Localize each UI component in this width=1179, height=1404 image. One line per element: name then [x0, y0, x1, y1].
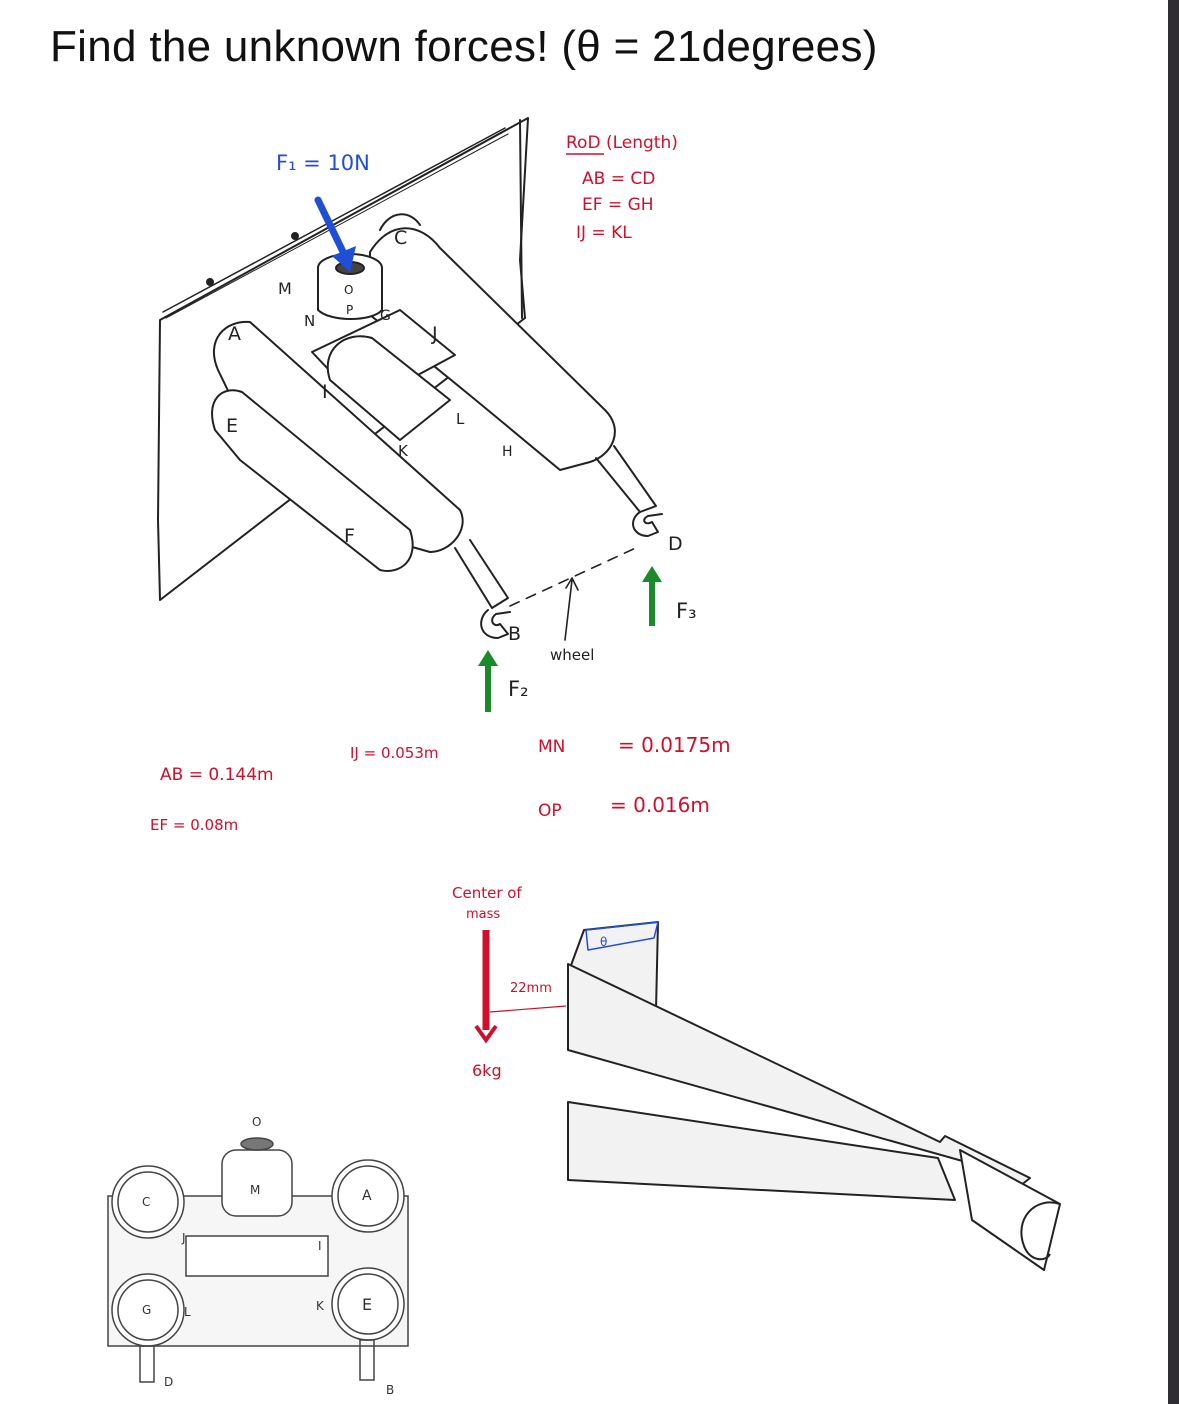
top-view-labels: O M C J A I G L K E D B [142, 1115, 394, 1397]
dim-mn-value: = 0.0175m [618, 733, 731, 757]
top-label-e: E [362, 1295, 372, 1314]
tube-ef [211, 389, 414, 572]
top-label-d: D [164, 1375, 173, 1389]
top-label-k: K [316, 1299, 325, 1313]
center-of-mass-label-2: mass [466, 907, 500, 922]
point-j-label: J [431, 323, 438, 345]
dim-ij: IJ = 0.053m [350, 744, 439, 762]
point-e-label: E [226, 415, 238, 437]
dimension-notes: AB = 0.144m EF = 0.08m IJ = 0.053m MN = … [150, 733, 731, 834]
window-edge [1168, 0, 1179, 1404]
tube-cd [369, 227, 616, 471]
wheel-label: wheel [550, 646, 594, 664]
top-label-g: G [142, 1303, 151, 1317]
force-f3-label: F₃ [676, 599, 697, 623]
top-label-m: M [250, 1183, 260, 1197]
point-l-label: L [456, 410, 465, 428]
top-view [107, 1137, 409, 1383]
dim-op-label: OP [538, 801, 562, 821]
dim-mn-label: MN [538, 737, 565, 757]
point-p-label: P [346, 303, 353, 317]
rod-eq-1: AB = CD [582, 169, 655, 189]
top-label-b: B [386, 1383, 394, 1397]
point-o-label: O [344, 283, 353, 297]
point-b-label: B [508, 623, 521, 645]
center-of-mass-label: Center of [452, 884, 522, 902]
side-view [567, 921, 1061, 1271]
top-label-i: I [318, 1239, 322, 1253]
point-a-label: A [228, 323, 241, 345]
main-isometric-view [157, 117, 663, 641]
point-h-label: H [502, 444, 513, 460]
weight-label: 6kg [472, 1061, 502, 1080]
rod-eq-3: IJ = KL [576, 223, 632, 243]
main-view-point-labels: A B C D E F G H I J K L M N O P [226, 227, 683, 645]
point-i-label: I [322, 381, 328, 403]
rod-lengths-note: RoD (Length) AB = CD EF = GH IJ = KL [566, 133, 678, 243]
rod-eq-2: EF = GH [582, 195, 654, 215]
point-k-label: K [398, 442, 409, 460]
dim-ef: EF = 0.08m [150, 816, 238, 834]
page-title: Find the unknown forces! (θ = 21degrees) [50, 22, 878, 71]
force-f2-label: F₂ [508, 677, 529, 701]
top-label-c: C [142, 1195, 150, 1209]
point-g-label: G [380, 308, 391, 324]
top-label-a: A [362, 1188, 372, 1204]
dim-op-value: = 0.016m [610, 793, 710, 817]
rod-header: RoD (Length) [566, 133, 678, 153]
point-f-label: F [344, 525, 355, 547]
point-d-label: D [668, 533, 683, 555]
point-n-label: N [304, 312, 315, 330]
force-f2-arrow [478, 650, 498, 712]
center-of-mass-arrow [474, 930, 567, 1044]
top-label-j: J [181, 1231, 186, 1245]
top-label-l: L [184, 1305, 191, 1319]
offset-label: 22mm [510, 981, 552, 996]
dim-ab: AB = 0.144m [160, 765, 274, 785]
force-f1-label: F₁ = 10N [276, 151, 370, 175]
top-label-o: O [252, 1115, 261, 1129]
force-f1-arrow [314, 196, 356, 272]
force-f3-arrow [642, 566, 662, 626]
point-m-label: M [278, 279, 292, 298]
angle-theta-label: θ [600, 935, 607, 949]
point-c-label: C [394, 227, 407, 249]
tube-j [326, 335, 451, 441]
